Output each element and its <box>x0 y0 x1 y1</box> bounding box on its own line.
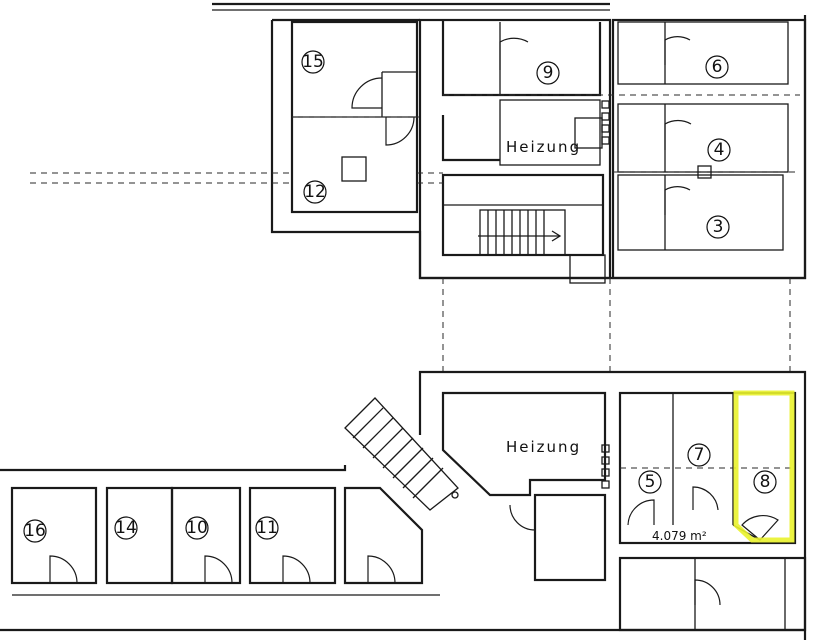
lower-building <box>0 370 807 640</box>
room-16-door-swing <box>49 555 78 584</box>
room-3-number: 3 <box>713 217 724 237</box>
lower-middle-room <box>533 493 607 582</box>
central-block-outline <box>418 18 612 280</box>
room-15-number: 15 <box>302 52 324 72</box>
room-3-door-swing <box>664 186 691 215</box>
vent-7 <box>601 468 610 477</box>
room-11-walls <box>248 486 337 585</box>
room-7-number: 7 <box>694 445 705 465</box>
lower-right-door-swing <box>694 579 721 606</box>
lower-left-top-wall <box>0 465 347 472</box>
room-8-marker <box>753 470 777 494</box>
room-15-door-swing <box>351 77 383 109</box>
room-12-number: 12 <box>304 182 326 202</box>
room-4-shaft <box>697 165 712 179</box>
room-angled-door-swing <box>367 555 396 584</box>
room-8-number: 8 <box>760 472 771 492</box>
room-8-door-swing <box>741 515 779 541</box>
room-6-marker <box>705 55 729 79</box>
room-10-door-swing <box>204 555 233 584</box>
room-4-number: 4 <box>714 140 725 160</box>
room-9-door-swing <box>499 37 529 70</box>
right-block-outline <box>611 18 807 280</box>
heating-top-room <box>499 99 601 166</box>
room-3-walls <box>617 174 784 251</box>
vent-8 <box>601 480 610 489</box>
heating-top-chimney-niche <box>574 117 603 149</box>
room-12-marker <box>303 180 327 204</box>
room-11-door-swing <box>282 555 311 584</box>
room-16-walls <box>10 486 98 585</box>
lower-middle-door-swing <box>509 504 536 531</box>
room-6-number: 6 <box>712 57 723 77</box>
vent-1 <box>601 100 610 109</box>
room-10-walls <box>170 486 242 585</box>
room-7-door-swing <box>692 486 719 511</box>
room-10-number: 10 <box>186 518 208 538</box>
room-angled-walls <box>343 486 424 585</box>
stairs-bottom <box>344 397 459 511</box>
lower-right-inner-room <box>694 557 786 631</box>
room-11-marker <box>255 516 279 540</box>
vent-5 <box>601 444 610 453</box>
room-3-marker <box>706 215 730 239</box>
lower-right-outer-wall <box>418 370 807 640</box>
stairs-top <box>478 209 566 256</box>
room-14-marker <box>114 516 138 540</box>
room-16-number: 16 <box>24 521 46 541</box>
room-16-marker <box>23 519 47 543</box>
vent-4 <box>601 136 610 145</box>
room-14-number: 14 <box>115 518 137 538</box>
room-6-walls <box>617 21 789 85</box>
vent-2 <box>601 112 610 121</box>
room-9-walls <box>441 20 602 97</box>
room-12-shaft <box>341 156 367 182</box>
room-4-marker <box>707 138 731 162</box>
vent-3 <box>601 124 610 133</box>
room-6-door-swing <box>664 36 691 65</box>
room-area-label: 4.079 m² <box>652 529 707 543</box>
room-8-highlight <box>733 390 795 543</box>
room-5-marker <box>638 470 662 494</box>
room-12-door-swing <box>385 116 415 146</box>
lower-right-room <box>618 556 807 632</box>
heating-top-wall-left <box>441 115 500 162</box>
room-4-walls <box>617 103 789 173</box>
room-10-marker <box>185 516 209 540</box>
stair-landing <box>569 254 606 284</box>
room-15-marker <box>301 50 325 74</box>
room-11-number: 11 <box>256 518 278 538</box>
heating-bottom-room <box>441 391 607 497</box>
room-4-door-swing <box>664 119 692 150</box>
room-labels: 15 12 9 6 4 3 7 5 8 16 14 10 11 <box>23 50 777 543</box>
room-5-number: 5 <box>645 472 656 492</box>
vent-6 <box>601 456 610 465</box>
room-9-marker <box>536 61 560 85</box>
stair-area <box>441 173 605 257</box>
room-7-marker <box>687 443 711 467</box>
room-9-number: 9 <box>543 63 554 83</box>
room-5-door-swing <box>627 499 655 526</box>
heating-top-label: Heizung <box>506 138 581 156</box>
heating-bottom-label: Heizung <box>506 438 581 456</box>
